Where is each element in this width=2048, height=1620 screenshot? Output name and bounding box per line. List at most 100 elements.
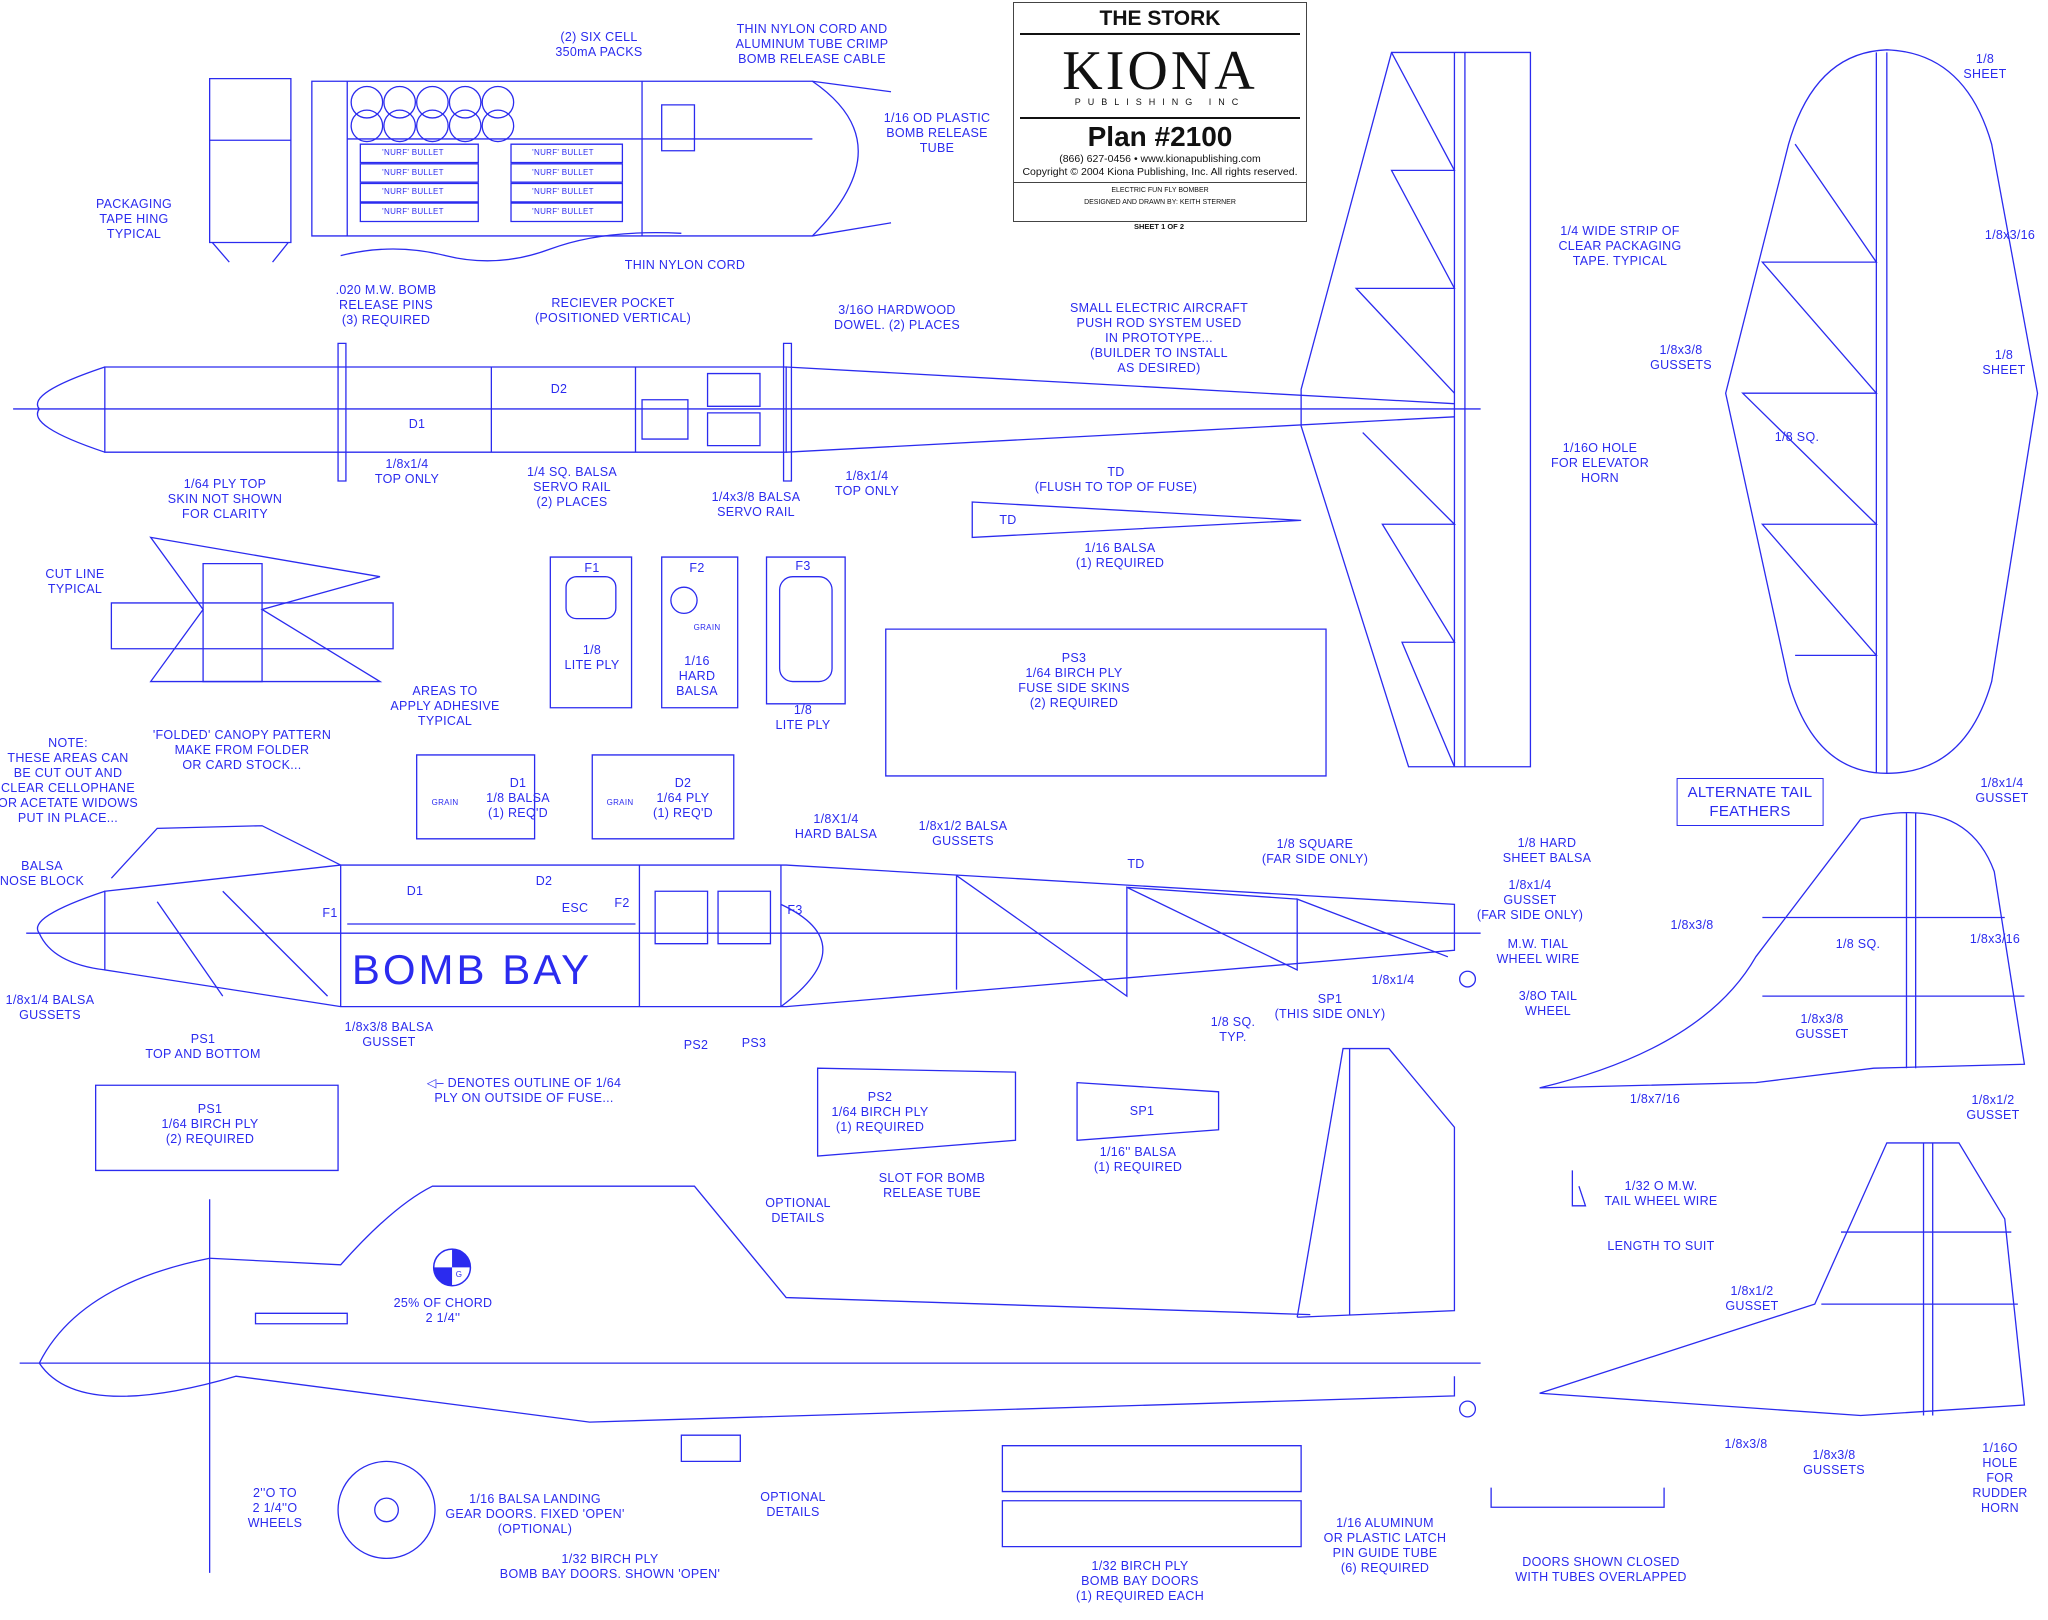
label-six-cell: (2) SIX CELL 350mA PACKS [555,30,643,59]
label-top-only-1: 1/8x1/4 TOP ONLY [374,457,440,486]
label-f3-material: 1/8 LITE PLY [775,703,831,732]
label-elev-3-16: 1/8x3/16 [1984,228,2036,242]
label-thin-nylon: THIN NYLON CORD [624,258,746,272]
label-ps3: PS3 [741,1036,767,1050]
label-grain: GRAIN [693,623,721,632]
cg-symbol [434,1249,471,1286]
label-packaging-tape: PACKAGING TAPE HING TYPICAL [95,197,173,241]
label-elev-sheet-mid: 1/8 SHEET [1982,348,2026,377]
alternate-rudder [1540,1143,2025,1416]
label-sp1-name: SP1 [1129,1104,1155,1118]
label-servo-rail: 1/4x3/8 BALSA SERVO RAIL [711,490,801,519]
label-gusset-far: 1/8x1/4 GUSSET (FAR SIDE ONLY) [1476,878,1584,922]
fuselage-side-view [26,826,1480,1007]
label-nurf-bullet: 'NURF' BULLET [382,187,444,196]
ps3-outline [886,629,1326,776]
label-ps2: PS2 [683,1038,709,1052]
label-plastic-tube: 1/16 OD PLASTIC BOMB RELEASE TUBE [883,111,991,155]
label-d2-part: D2 1/64 PLY (1) REQ'D [653,776,713,820]
label-denotes-outline: ◁– DENOTES OUTLINE OF 1/64 PLY ON OUTSID… [426,1076,622,1105]
ps1-outline [96,1085,338,1170]
label-doors-open: 1/32 BIRCH PLY BOMB BAY DOORS. SHOWN 'OP… [499,1552,721,1581]
bomb-bay-cross-section [210,79,291,262]
model-name: THE STORK [1020,7,1300,35]
label-rudder-horn: 1/16O HOLE FOR RUDDER HORN [1972,1441,2028,1515]
label-bomb-bay: BOMB BAY [351,946,593,993]
label-td-part: TD [999,513,1017,527]
label-sq-typ: 1/8 SQ. TYP. [1210,1015,1256,1044]
cg-letter-c: C [440,1252,448,1261]
label-optional-1: OPTIONAL DETAILS [765,1196,831,1225]
label-nylon-cord-cable: THIN NYLON CORD AND ALUMINUM TUBE CRIMP … [735,22,889,66]
label-top-d1: D1 [408,417,426,431]
copyright: Copyright © 2004 Kiona Publishing, Inc. … [1022,166,1298,178]
canopy-pattern [111,537,393,681]
label-d1-part: D1 1/8 BALSA (1) REQ'D [486,776,550,820]
label-nurf-bullet: 'NURF' BULLET [532,187,594,196]
title-block: THE STORK KIONA PUBLISHING INC Plan #210… [1013,2,1307,222]
bomb-bay-doors [1002,1446,1664,1547]
stabilizer [1301,52,1530,766]
label-sp1-side: SP1 (THIS SIDE ONLY) [1274,992,1386,1021]
label-gusset-3-8: 1/8x3/8 BALSA GUSSET [344,1020,434,1049]
alternate-stabilizer [1540,813,2025,1088]
label-tail-wheel: 3/8O TAIL WHEEL [1518,989,1578,1018]
d2-outline [592,755,734,839]
label-esc: ESC [561,901,589,915]
td-part-outline [972,502,1301,537]
label-hard-balsa: 1/8X1/4 HARD BALSA [794,812,878,841]
label-alt-gusset-top: 1/8x1/4 GUSSET [1975,776,2029,805]
label-balsa-gussets: 1/8x1/2 BALSA GUSSETS [918,819,1008,848]
label-ps1-top-bottom: PS1 TOP AND BOTTOM [145,1032,261,1061]
label-alt-gusset-38: 1/8x3/8 GUSSET [1795,1012,1849,1041]
label-elevator-horn: 1/16O HOLE FOR ELEVATOR HORN [1550,441,1650,485]
label-elev-sheet-top: 1/8 SHEET [1963,52,2007,81]
label-square-far: 1/8 SQUARE (FAR SIDE ONLY) [1261,837,1369,866]
label-top-only-2: 1/8x1/4 TOP ONLY [834,469,900,498]
label-side-f1: F1 [322,906,338,920]
label-alt-3-16: 1/8x3/16 [1969,932,2021,946]
label-doors-closed: DOORS SHOWN CLOSED WITH TUBES OVERLAPPED [1515,1555,1687,1584]
aircraft-side-profile [20,1049,1481,1573]
label-nose-block: BALSA NOSE BLOCK [0,859,85,888]
label-nurf-bullet: 'NURF' BULLET [382,207,444,216]
former-outlines [550,557,845,708]
description: ELECTRIC FUN FLY BOMBER [1014,182,1306,195]
label-alt-gusset-12: 1/8x1/2 GUSSET [1966,1093,2020,1122]
fuselage-top-view [13,343,1481,481]
label-side-d2: D2 [535,874,553,888]
label-doors-part: 1/32 BIRCH PLY BOMB BAY DOORS (1) REQUIR… [1075,1559,1205,1603]
label-tape-strip: 1/4 WIDE STRIP OF CLEAR PACKAGING TAPE. … [1558,224,1682,268]
elevator [1726,50,2038,773]
label-grain: GRAIN [606,798,634,807]
label-alt-7-16: 1/8x7/16 [1629,1092,1681,1106]
label-nurf-bullet: 'NURF' BULLET [532,148,594,157]
label-rudder-3-8: 1/8x3/8 [1724,1437,1768,1451]
label-f2-name: F2 [689,561,705,575]
label-alternate-tail: ALTERNATE TAIL FEATHERS [1676,778,1824,826]
label-adhesive: AREAS TO APPLY ADHESIVE TYPICAL [390,684,500,728]
ps2-outline [818,1068,1016,1156]
label-latch-tube: 1/16 ALUMINUM OR PLASTIC LATCH PIN GUIDE… [1323,1516,1447,1575]
label-chord: 25% OF CHORD 2 1/4'' [393,1296,493,1325]
label-f1-material: 1/8 LITE PLY [564,643,620,672]
label-note: NOTE: THESE AREAS CAN BE CUT OUT AND CLE… [0,736,139,825]
label-optional-2: OPTIONAL DETAILS [760,1490,826,1519]
label-f2-material: 1/16 HARD BALSA [676,654,718,698]
d1-outline [417,755,535,839]
label-f1-name: F1 [584,561,600,575]
label-canopy-pattern: 'FOLDED' CANOPY PATTERN MAKE FROM FOLDER… [152,728,332,772]
label-length: LENGTH TO SUIT [1607,1239,1715,1253]
sp1-outline [1077,1083,1219,1141]
label-wire-32: 1/32 O M.W. TAIL WHEEL WIRE [1604,1179,1718,1208]
label-td-balsa: 1/16 BALSA (1) REQUIRED [1075,541,1165,570]
label-ps3-part: PS3 1/64 BIRCH PLY FUSE SIDE SKINS (2) R… [1018,651,1130,710]
label-push-rod: SMALL ELECTRIC AIRCRAFT PUSH ROD SYSTEM … [1070,301,1248,375]
label-cut-line: CUT LINE TYPICAL [45,567,105,596]
sheet-number: SHEET 1 OF 2 [1133,222,1185,231]
label-td-flush: TD (FLUSH TO TOP OF FUSE) [1034,465,1198,494]
label-servo-rail-sq: 1/4 SQ. BALSA SERVO RAIL (2) PLACES [526,465,618,509]
label-nurf-bullet: 'NURF' BULLET [532,207,594,216]
label-wheels: 2''O TO 2 1/4''O WHEELS [247,1486,303,1530]
cg-letter-g: G [455,1270,463,1279]
